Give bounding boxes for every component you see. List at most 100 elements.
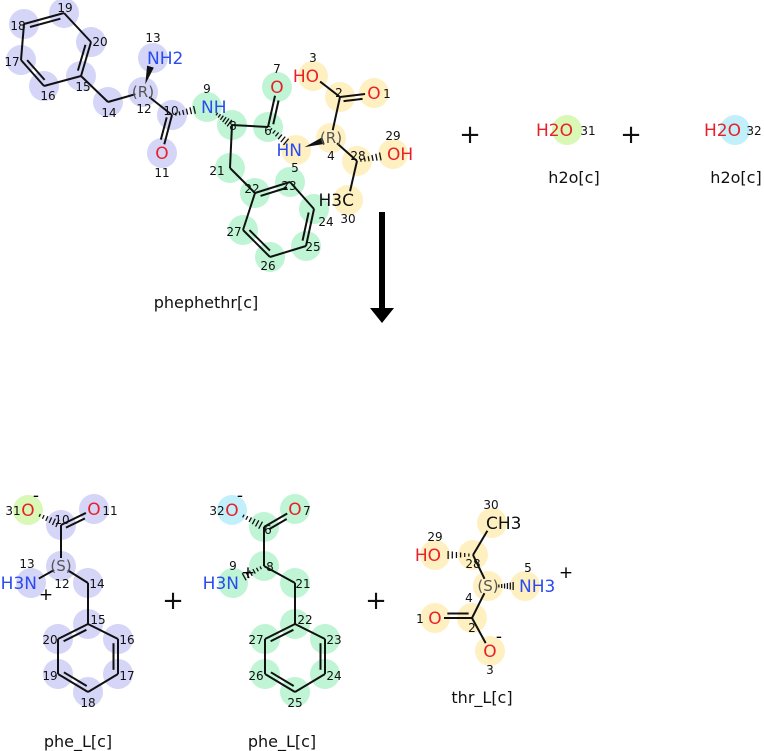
atom-index: 14 bbox=[101, 106, 116, 120]
atom-highlight bbox=[720, 115, 750, 145]
hash-bond bbox=[248, 570, 253, 577]
atom-index: 9 bbox=[203, 82, 211, 96]
atom-highlight bbox=[420, 603, 450, 633]
atom-index: 30 bbox=[483, 498, 498, 512]
atom-label: H3C bbox=[319, 191, 354, 211]
atom-highlight bbox=[510, 571, 540, 601]
double-bond bbox=[270, 671, 295, 687]
atom-index: 15 bbox=[90, 613, 105, 627]
charge-label: - bbox=[237, 486, 243, 506]
atom-label: NH2 bbox=[147, 49, 183, 69]
bond bbox=[231, 124, 269, 128]
wedge-bond bbox=[145, 65, 154, 85]
atom-index: 12 bbox=[136, 102, 151, 116]
atom-label: H3N bbox=[203, 574, 239, 594]
atom-index: 6 bbox=[264, 523, 272, 537]
hash-bond bbox=[241, 573, 247, 581]
molecule-name: phephethr[c] bbox=[154, 293, 259, 312]
double-bond bbox=[263, 512, 288, 528]
atom-index: 31 bbox=[580, 124, 595, 138]
hash-bond bbox=[182, 109, 185, 116]
stereo-label: (S) bbox=[50, 557, 71, 575]
bond bbox=[148, 96, 173, 116]
atom-highlight bbox=[333, 185, 363, 215]
atom-index: 16 bbox=[40, 89, 55, 103]
double-bond bbox=[26, 59, 46, 81]
atom-index: 25 bbox=[305, 240, 320, 254]
atom-highlight bbox=[281, 135, 311, 165]
hash-bond bbox=[359, 158, 362, 162]
atom-index: 13 bbox=[19, 557, 34, 571]
bond bbox=[80, 75, 109, 103]
atom-label: HO bbox=[415, 546, 441, 566]
hash-bond bbox=[245, 515, 249, 520]
atom-label: O bbox=[225, 501, 238, 521]
double-bond bbox=[159, 117, 168, 140]
double-bond bbox=[339, 93, 366, 98]
atom-highlight bbox=[138, 43, 168, 73]
atom-index: 32 bbox=[746, 124, 761, 138]
atom-index: 12 bbox=[54, 577, 69, 591]
atom-index: 23 bbox=[281, 179, 296, 193]
atom-highlight bbox=[13, 495, 43, 525]
atom-index: 22 bbox=[297, 613, 312, 627]
double-bond bbox=[60, 512, 87, 526]
bond bbox=[43, 75, 82, 87]
molecule-name: phe_L[c] bbox=[44, 732, 112, 751]
double-bond bbox=[80, 41, 92, 77]
atom-label: HO bbox=[293, 67, 319, 87]
hash-bond bbox=[272, 129, 276, 134]
hash-bond bbox=[219, 115, 224, 121]
bond bbox=[349, 160, 358, 192]
atom-highlight bbox=[477, 508, 507, 538]
double-bond bbox=[163, 114, 173, 145]
atom-highlight bbox=[262, 72, 292, 102]
charge-label: + bbox=[559, 563, 573, 583]
atom-index: 8 bbox=[266, 560, 274, 574]
hash-bond bbox=[55, 519, 60, 528]
double-bond bbox=[272, 100, 280, 125]
bond bbox=[294, 673, 326, 693]
atom-highlight bbox=[218, 568, 248, 598]
double-bond bbox=[57, 623, 89, 640]
atom-highlight bbox=[552, 115, 582, 145]
bond bbox=[472, 554, 486, 580]
atom-index: 31 bbox=[5, 504, 20, 518]
hash-bond bbox=[255, 567, 259, 572]
atom-label: O bbox=[483, 642, 496, 662]
atom-index: 10 bbox=[163, 104, 178, 118]
atom-index: 19 bbox=[42, 669, 57, 683]
atom-index: 5 bbox=[291, 161, 299, 175]
atom-index: 22 bbox=[244, 182, 259, 196]
bond bbox=[471, 592, 486, 619]
atom-index: 25 bbox=[287, 696, 302, 710]
hash-bond bbox=[48, 517, 53, 524]
double-bond bbox=[23, 12, 65, 25]
charge-label: + bbox=[241, 563, 255, 583]
stereo-label: (R) bbox=[132, 83, 154, 101]
double-bond bbox=[20, 59, 45, 87]
atom-index: 29 bbox=[385, 129, 400, 143]
atom-index: 28 bbox=[465, 557, 480, 571]
bond bbox=[289, 181, 315, 210]
bond bbox=[63, 12, 92, 43]
atom-label: HN bbox=[277, 141, 303, 161]
atom-index: 5 bbox=[524, 561, 532, 575]
double-bond bbox=[268, 518, 288, 531]
atom-label: NH bbox=[201, 98, 227, 118]
atom-index: 27 bbox=[248, 633, 263, 647]
atom-index: 19 bbox=[57, 1, 72, 15]
hash-bond bbox=[258, 521, 264, 530]
hash-bond bbox=[38, 513, 41, 517]
double-bond bbox=[76, 44, 87, 71]
bond bbox=[107, 93, 136, 103]
reaction-arrow bbox=[370, 212, 394, 323]
atom-highlight bbox=[46, 551, 76, 581]
